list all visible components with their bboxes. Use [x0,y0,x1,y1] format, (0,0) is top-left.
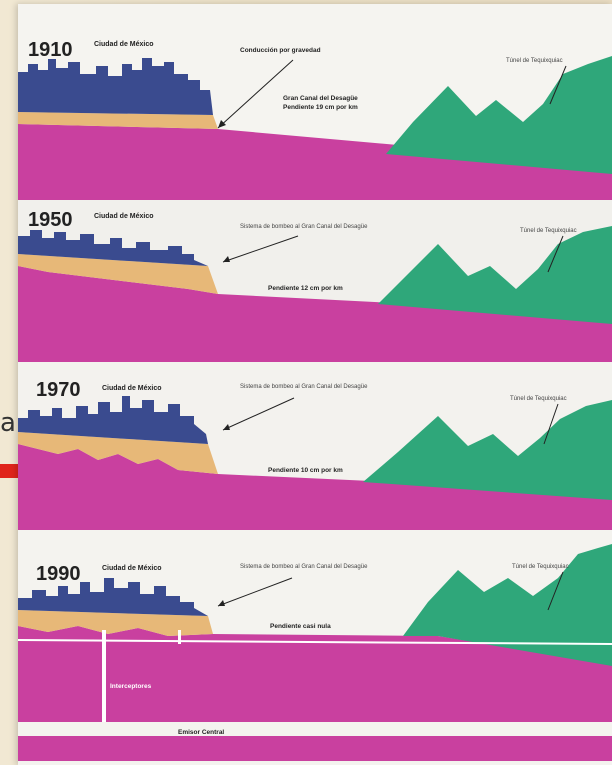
soil-layer [18,432,218,474]
callout-arrow-line [217,577,293,607]
tunnel-label: Túnel de Tequixquiac [512,564,569,570]
soil-layer [18,254,218,294]
year-label: 1950 [28,209,73,231]
tunnel-label: Túnel de Tequixquiac [520,228,577,234]
city-skyline [18,230,208,266]
pump-shaft [178,630,181,644]
emisor-label: Emisor Central [178,729,224,736]
tunnel-arrow-line [547,571,564,611]
tunnel-label: Túnel de Tequixquiac [506,58,563,64]
mountains [403,544,612,666]
slope-label: Pendiente casi nula [270,623,331,630]
drainage-pipe [18,639,612,645]
city-label: Ciudad de México [94,213,154,220]
emisor-gap [18,722,612,736]
callout-label: Sistema de bombeo al Gran Canal del Desa… [240,384,368,390]
slope-label: Pendiente 19 cm por km [283,104,358,111]
callout-label: Sistema de bombeo al Gran Canal del Desa… [240,564,368,570]
year-label: 1910 [28,39,73,61]
interceptor-label: Interceptores [110,683,152,690]
tunnel-label: Túnel de Tequixquiac [510,396,567,402]
mountains [363,400,612,500]
city-label: Ciudad de México [94,41,154,48]
earth-layer [18,266,612,362]
year-label: 1990 [36,563,81,585]
mountains [378,226,612,324]
city-label: Ciudad de México [102,385,162,392]
earth-layer [18,626,612,724]
panel-1950: 1950 Ciudad de México Sistema de bombeo … [18,200,612,362]
soil-layer [18,112,218,129]
slope-label: Pendiente 12 cm por km [268,285,343,292]
callout-arrow-line [222,235,299,263]
callout-arrowhead [223,424,230,430]
callout-arrowhead [218,600,225,606]
mountains [386,56,612,174]
panel-1990: 1990 Ciudad de México Sistema de bombeo … [18,530,612,765]
callout-label: Sistema de bombeo al Gran Canal del Desa… [240,224,368,230]
city-skyline [18,396,208,444]
interceptor-shaft [102,630,106,722]
city-skyline [18,58,213,115]
tunnel-arrow-line [549,65,567,105]
earth-layer [18,124,612,200]
tunnel-arrow-line [543,403,559,445]
diagram-svg: 1910 Ciudad de México Conducción por gra… [18,4,612,765]
canal-label: Gran Canal del Desagüe [283,95,358,102]
callout-label: Conducción por gravedad [240,47,321,54]
callout-arrow-line [222,397,295,431]
year-label: 1970 [36,379,81,401]
soil-layer [18,610,213,636]
callout-arrowhead [218,120,226,128]
panel-1970: 1970 Ciudad de México Sistema de bombeo … [18,362,612,530]
callout-arrow-line [217,59,294,129]
slope-label: Pendiente 10 cm por km [268,467,343,474]
tunnel-arrow-line [547,235,564,273]
subsidence-diagram: 1910 Ciudad de México Conducción por gra… [18,4,612,765]
city-label: Ciudad de México [102,565,162,572]
earth-layer [18,444,612,530]
emisor-tunnel [18,736,612,761]
city-skyline [18,578,208,616]
callout-arrowhead [223,256,230,262]
panel-1910: 1910 Ciudad de México Conducción por gra… [18,4,612,200]
